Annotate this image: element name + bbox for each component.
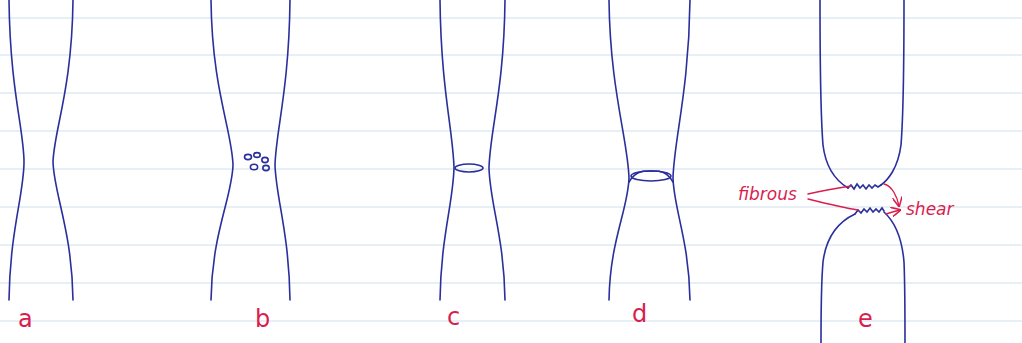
stage-letter: e [858,307,873,331]
leader-lines [808,184,900,214]
fracture-zone-label: shear [906,201,954,218]
ruled-paper-lines [0,18,1022,321]
stage-letter: b [255,307,270,331]
stage-letter: a [18,307,33,331]
specimen-crack [440,0,505,300]
specimen-voids [211,0,290,300]
specimen-crack-growth [609,0,690,300]
stage-letter: d [632,302,647,326]
stage-letter: c [447,305,460,329]
specimen-necking [9,0,73,300]
fracture-zone-label: fibrous [738,186,797,203]
specimen-fractured [820,0,905,343]
